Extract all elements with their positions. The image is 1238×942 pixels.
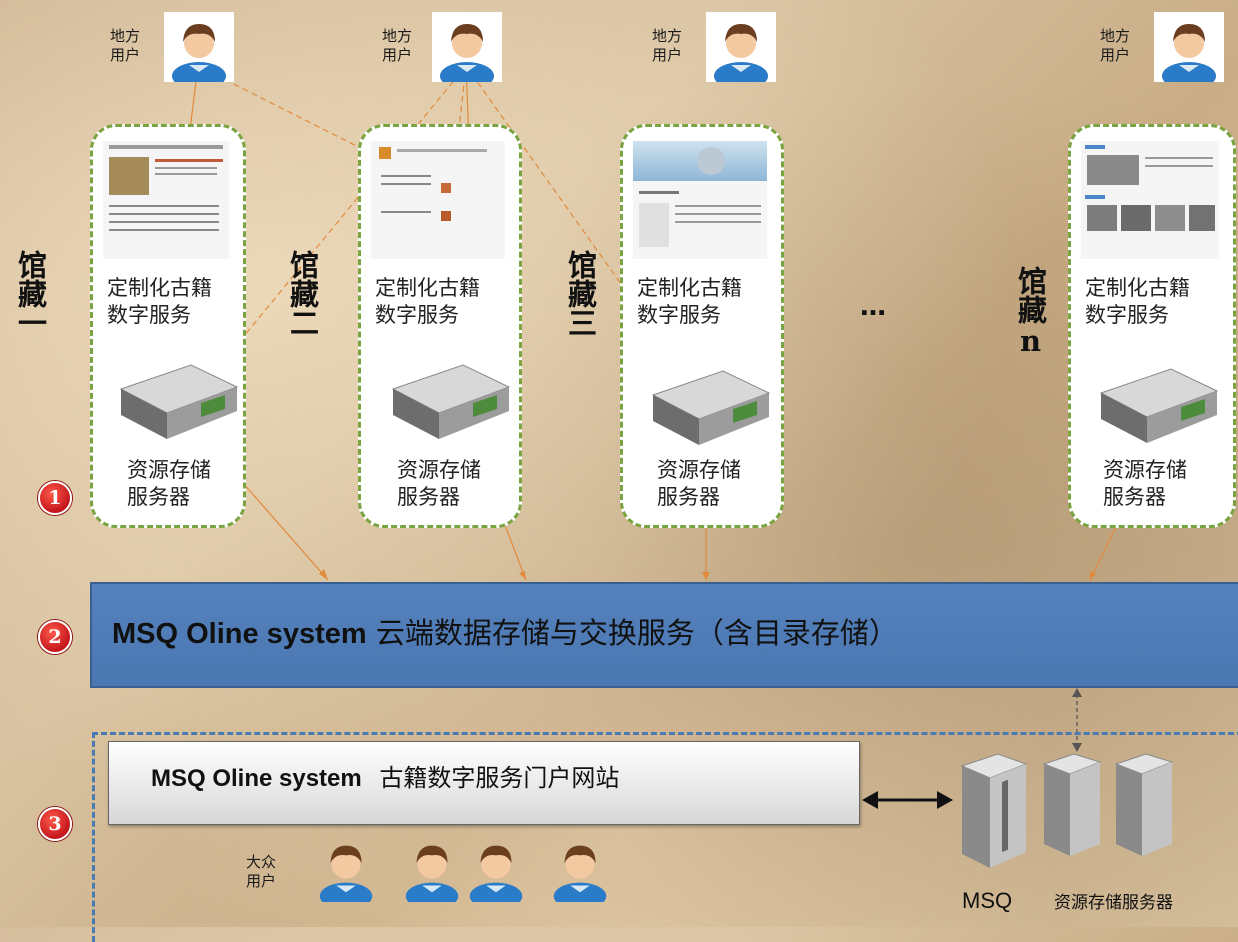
storage-server-icon-2 <box>1112 752 1176 864</box>
service-screenshot <box>371 141 505 259</box>
server-icon <box>387 359 515 449</box>
service-label: 定制化古籍 数字服务 <box>375 276 480 327</box>
server-label: 资源存储 服务器 <box>657 458 741 509</box>
service-screenshot <box>1081 141 1219 259</box>
service-screenshot <box>633 141 767 259</box>
server-label: 资源存储 服务器 <box>397 458 481 509</box>
collection-label-4: 馆藏n <box>1012 266 1048 365</box>
local-user-avatar-4 <box>1154 12 1224 90</box>
server-icon <box>647 365 775 455</box>
step-badge-1: 1 <box>38 481 72 515</box>
user1-card2-link <box>197 65 421 179</box>
local-user-avatar-3 <box>706 12 776 90</box>
msq-server-icon <box>958 752 1030 874</box>
local-user-label-1: 地方 用户 <box>110 27 141 64</box>
cloud-service-name: 云端数据存储与交换服务（含目录存储） <box>375 616 898 650</box>
cloud-service-bar: MSQ Oline system 云端数据存储与交换服务（含目录存储） <box>90 582 1238 688</box>
user-icon <box>469 845 523 910</box>
collection-name: 馆藏n <box>1013 266 1048 358</box>
service-label: 定制化古籍 数字服务 <box>637 276 742 327</box>
cloud-service-title: MSQ Oline system 云端数据存储与交换服务（含目录存储） <box>112 614 898 653</box>
user-icon <box>553 845 607 910</box>
collection-label-3: 馆藏三 <box>562 250 598 344</box>
service-label: 定制化古籍 数字服务 <box>1085 276 1190 327</box>
public-user-avatar-2 <box>398 834 466 910</box>
public-user-avatar-3 <box>462 834 530 910</box>
public-user-avatar-4 <box>546 834 614 910</box>
user-icon <box>405 845 459 910</box>
service-screenshot <box>103 141 229 259</box>
user-icon <box>319 845 373 910</box>
user-icon <box>714 24 768 90</box>
local-user-label-3: 地方 用户 <box>652 27 683 64</box>
user-icon <box>172 24 226 90</box>
portal-service-name: 古籍数字服务门户网站 <box>379 764 620 792</box>
portal-region <box>92 732 1238 942</box>
portal-system-name: MSQ Oline system <box>151 765 362 792</box>
msq-label: MSQ <box>962 888 1013 913</box>
server-icon <box>115 359 243 449</box>
cloud-system-name: MSQ Oline system <box>112 618 367 650</box>
service-label: 定制化古籍 数字服务 <box>107 276 212 327</box>
local-user-label-4: 地方 用户 <box>1100 27 1131 64</box>
collection-label-1: 馆藏一 <box>12 250 48 344</box>
public-user-label: 大众 用户 <box>246 853 277 890</box>
local-user-label-2: 地方 用户 <box>382 27 413 64</box>
storage-server-label: 资源存储服务器 <box>1054 893 1173 913</box>
user2-server3-link <box>465 65 689 379</box>
local-user-avatar-2 <box>432 12 502 90</box>
local-user-avatar-1 <box>164 12 234 90</box>
collection-label-2: 馆藏二 <box>284 250 320 344</box>
collection-name: 馆藏二 <box>285 250 320 337</box>
collection-card-4: 定制化古籍 数字服务 资源存储 服务器 <box>1068 124 1236 528</box>
collection-card-2: 定制化古籍 数字服务 资源存储 服务器 <box>358 124 522 528</box>
collection-name: 馆藏三 <box>563 250 598 337</box>
public-user-avatar-1 <box>312 834 380 910</box>
user2-server1-link <box>215 65 467 371</box>
step-badge-2: 2 <box>38 620 72 654</box>
step-badge-3: 3 <box>38 807 72 841</box>
user-icon <box>440 24 494 90</box>
more-collections-ellipsis: … <box>860 292 886 322</box>
collection-name: 馆藏一 <box>13 250 48 337</box>
portal-website-box: MSQ Oline system 古籍数字服务门户网站 <box>108 741 860 825</box>
user-icon <box>1162 24 1216 90</box>
portal-title: MSQ Oline system 古籍数字服务门户网站 <box>151 762 619 795</box>
server-icon <box>1095 363 1223 453</box>
storage-server-icon-1 <box>1040 752 1104 864</box>
server-label: 资源存储 服务器 <box>127 458 211 509</box>
collection-card-3: 定制化古籍 数字服务 资源存储 服务器 <box>620 124 784 528</box>
server-label: 资源存储 服务器 <box>1103 458 1187 509</box>
collection-card-1: 定制化古籍 数字服务 资源存储 服务器 <box>90 124 246 528</box>
